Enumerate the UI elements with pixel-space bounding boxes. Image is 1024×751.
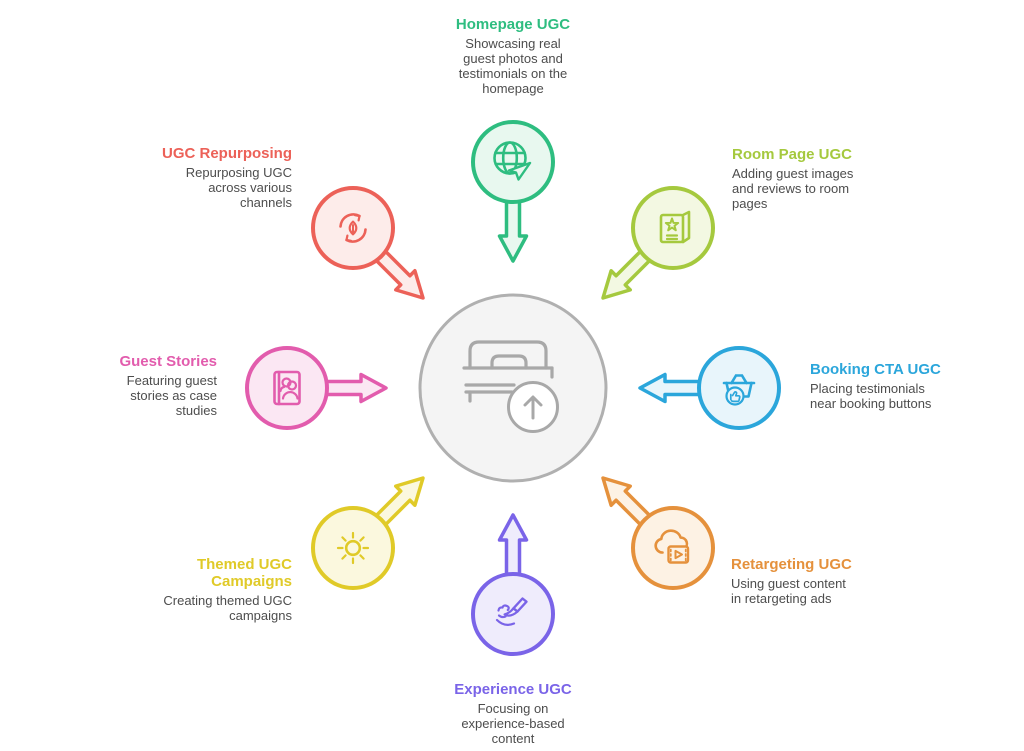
node-circle	[311, 506, 395, 590]
brochure-star-icon	[659, 210, 691, 244]
node-label-themed-ugc-campaigns: Themed UGC Campaigns Creating themed UGC…	[92, 556, 292, 623]
bed-upload-icon	[462, 340, 559, 433]
node-themed-ugc-campaigns	[311, 476, 425, 590]
paintbrush-icon	[495, 597, 528, 626]
sun-icon	[336, 531, 370, 565]
node-experience-ugc	[471, 513, 555, 656]
node-title: Room Page UGC	[732, 146, 853, 163]
photo-album-people-icon	[273, 370, 301, 406]
recycle-leaf-icon	[339, 213, 367, 243]
node-circle	[245, 346, 329, 430]
node-circle	[471, 120, 555, 204]
node-title: Guest Stories	[119, 353, 217, 370]
node-title: Themed UGC Campaigns	[196, 556, 292, 590]
node-title: Homepage UGC	[455, 16, 571, 33]
hub-circle	[418, 293, 608, 483]
node-title: Retargeting UGC	[731, 556, 852, 573]
node-ugc-repurposing	[311, 186, 425, 300]
node-title: UGC Repurposing	[162, 145, 292, 162]
node-booking-cta-ugc	[638, 346, 781, 430]
cloud-video-icon	[654, 529, 690, 564]
node-homepage-ugc	[471, 120, 555, 263]
globe-cursor-icon	[493, 141, 532, 181]
central-hub	[418, 293, 608, 483]
node-title: Booking CTA UGC	[810, 361, 941, 378]
basket-thumbsup-icon	[722, 374, 756, 406]
node-retargeting-ugc	[601, 476, 715, 590]
node-room-page-ugc	[601, 186, 715, 300]
node-title: Experience UGC	[454, 681, 572, 698]
node-guest-stories	[245, 346, 388, 430]
